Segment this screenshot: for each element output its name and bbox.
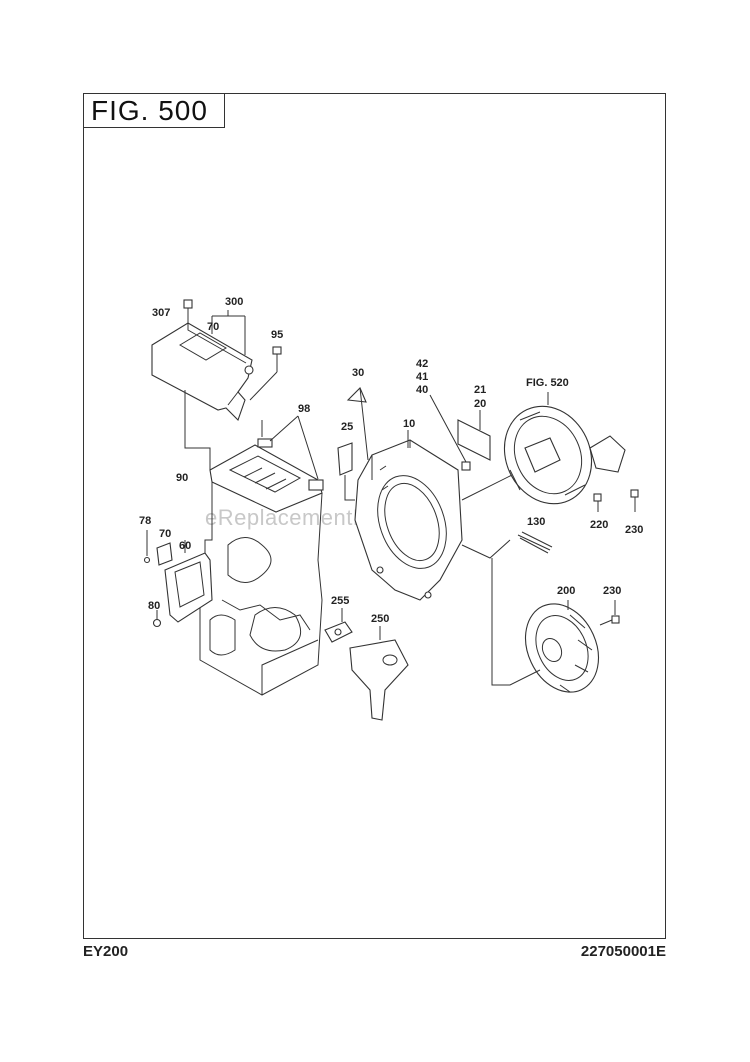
callout-41: 41 bbox=[416, 371, 428, 383]
part-40-bolt bbox=[461, 461, 471, 471]
part-300-shroud bbox=[151, 322, 254, 422]
part-130-spring bbox=[517, 531, 553, 554]
model-number: EY200 bbox=[83, 943, 129, 960]
callout-300: 300 bbox=[225, 296, 243, 308]
callout-250: 250 bbox=[371, 613, 389, 625]
callout-30: 30 bbox=[352, 367, 364, 379]
callout-220: 220 bbox=[590, 519, 608, 531]
callout-40: 40 bbox=[416, 384, 428, 396]
part-30-clip bbox=[346, 387, 367, 403]
part-10-fan-housing bbox=[354, 439, 463, 601]
callout-230-top: 230 bbox=[625, 524, 643, 536]
recoil-starter-assembly bbox=[503, 405, 626, 505]
part-220-bolt bbox=[593, 493, 602, 512]
part-25-seal bbox=[337, 442, 353, 476]
part-230-bolt-a bbox=[630, 489, 639, 512]
part-95-bolt bbox=[249, 346, 282, 401]
callout-200: 200 bbox=[557, 585, 575, 597]
diagram-frame bbox=[83, 93, 666, 939]
part-90-baffle bbox=[209, 444, 323, 513]
document-number: 227050001E bbox=[580, 943, 666, 960]
part-250-bracket bbox=[349, 639, 409, 721]
figure-title: FIG. 500 bbox=[83, 93, 225, 128]
part-60-plate bbox=[164, 552, 213, 623]
callout-80: 80 bbox=[148, 600, 160, 612]
part-230-bolt-b bbox=[599, 600, 620, 626]
callout-21: 21 bbox=[474, 384, 486, 396]
callout-307: 307 bbox=[152, 307, 170, 319]
part-20-label bbox=[457, 419, 491, 461]
part-80-screw bbox=[152, 610, 162, 628]
callout-98: 98 bbox=[298, 403, 310, 415]
engine-block bbox=[199, 482, 323, 696]
callout-78: 78 bbox=[139, 515, 151, 527]
part-78-pin bbox=[143, 530, 151, 564]
callout-25: 25 bbox=[341, 421, 353, 433]
callout-10: 10 bbox=[403, 418, 415, 430]
part-70-insulator bbox=[156, 542, 173, 566]
reference-fig520: FIG. 520 bbox=[526, 377, 569, 389]
callout-70-left: 70 bbox=[159, 528, 171, 540]
part-307-screw bbox=[183, 299, 193, 330]
part-200-pulley bbox=[525, 603, 599, 693]
callout-95: 95 bbox=[271, 329, 283, 341]
callout-70-top: 70 bbox=[207, 321, 219, 333]
part-98-clips bbox=[257, 438, 324, 491]
callout-230-bottom: 230 bbox=[603, 585, 621, 597]
callout-60: 60 bbox=[179, 540, 191, 552]
callout-20: 20 bbox=[474, 398, 486, 410]
part-255-gasket bbox=[324, 621, 353, 643]
callout-42: 42 bbox=[416, 358, 428, 370]
callout-255: 255 bbox=[331, 595, 349, 607]
callout-130: 130 bbox=[527, 516, 545, 528]
callout-90: 90 bbox=[176, 472, 188, 484]
